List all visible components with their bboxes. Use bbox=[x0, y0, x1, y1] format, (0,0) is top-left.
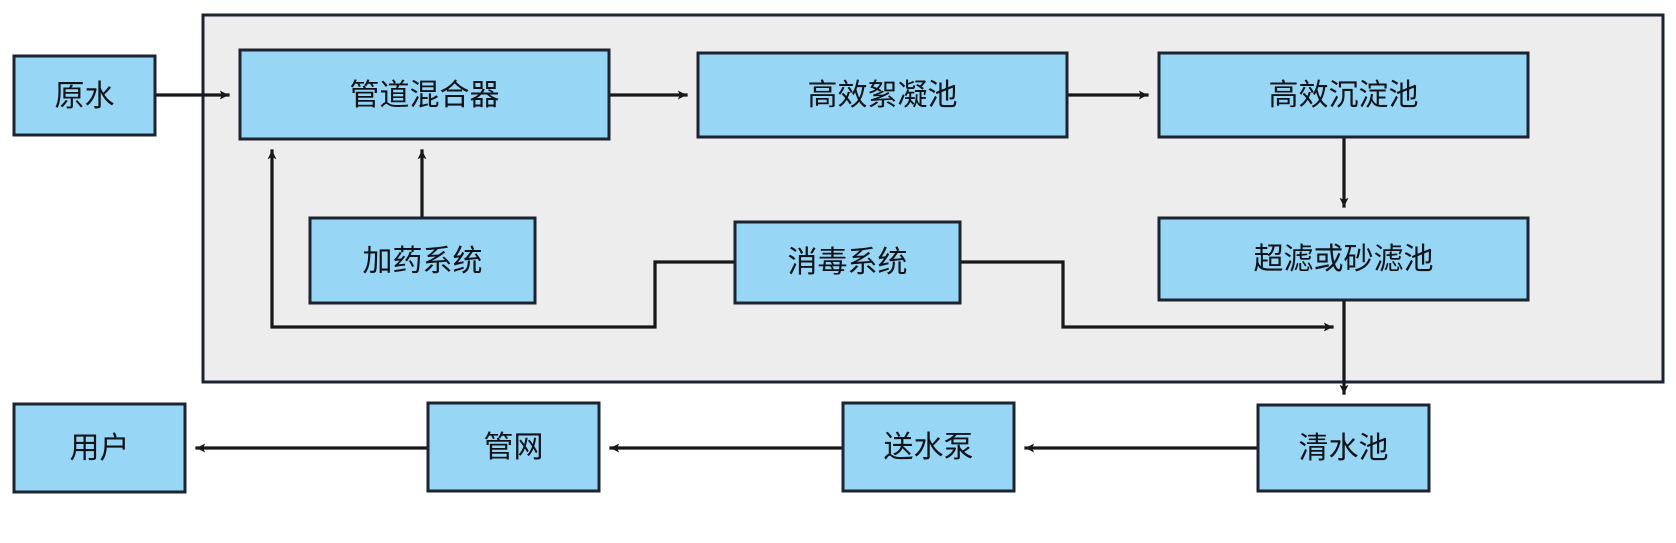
node-pipe-mixer[interactable]: 管道混合器 bbox=[238, 48, 611, 141]
node-clear-well[interactable]: 清水池 bbox=[1256, 403, 1431, 493]
edge-disinfection-return-to-mixer bbox=[267, 149, 737, 329]
node-pipe-network[interactable]: 管网 bbox=[426, 401, 601, 493]
node-label-sedimentation-tank: 高效沉淀池 bbox=[1269, 78, 1419, 113]
node-label-booster-pump: 送水泵 bbox=[884, 430, 974, 465]
node-label-consumer: 用户 bbox=[70, 431, 130, 466]
node-flocculation-tank[interactable]: 高效絮凝池 bbox=[696, 51, 1069, 139]
node-label-flocculation-tank: 高效絮凝池 bbox=[808, 78, 958, 113]
node-label-dosing-system: 加药系统 bbox=[363, 244, 483, 279]
node-label-raw-water: 原水 bbox=[55, 79, 115, 114]
node-disinfection-system[interactable]: 消毒系统 bbox=[733, 220, 962, 305]
node-label-clear-well: 清水池 bbox=[1299, 431, 1389, 466]
node-booster-pump[interactable]: 送水泵 bbox=[841, 401, 1016, 493]
node-sedimentation-tank[interactable]: 高效沉淀池 bbox=[1157, 51, 1530, 139]
edge-disinfection-to-outlet bbox=[958, 260, 1334, 332]
node-label-pipe-mixer: 管道混合器 bbox=[350, 78, 500, 113]
node-dosing-system[interactable]: 加药系统 bbox=[308, 216, 537, 305]
edge-layer bbox=[153, 90, 1349, 453]
node-raw-water[interactable]: 原水 bbox=[12, 54, 157, 137]
node-label-pipe-network: 管网 bbox=[484, 430, 544, 465]
node-label-filtration-tank: 超滤或砂滤池 bbox=[1254, 242, 1434, 277]
node-filtration-tank[interactable]: 超滤或砂滤池 bbox=[1157, 216, 1530, 302]
node-label-disinfection-system: 消毒系统 bbox=[788, 245, 908, 280]
node-consumer[interactable]: 用户 bbox=[12, 402, 187, 494]
